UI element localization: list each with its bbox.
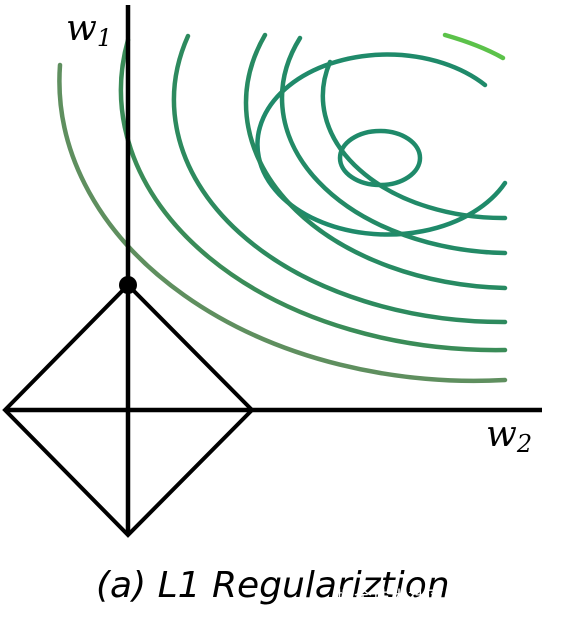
- contour-ring-5: [243, 32, 508, 291]
- l1-constraint-diamond: [2, 282, 255, 538]
- contour-ring-4: [279, 35, 508, 256]
- contour-fragment-top-right: [442, 32, 506, 61]
- contour-ring-3: [320, 59, 508, 221]
- watermark: 掘金技术社区 @ aicoting: [336, 588, 545, 609]
- contour-ring-8: [57, 62, 508, 384]
- w1-label: w1: [66, 8, 112, 52]
- w2-label: w2: [486, 414, 532, 458]
- solution-point: [119, 276, 137, 294]
- w2-label-base: w: [486, 414, 517, 455]
- contour-ring-1: [337, 128, 423, 188]
- contour-ring-7: [118, 37, 508, 353]
- w2-label-subscript: 2: [516, 430, 532, 458]
- loss-contours: [57, 32, 508, 384]
- figure-caption: (a) L1 Regulariztion: [96, 565, 450, 606]
- contour-ring-6: [171, 33, 508, 325]
- w1-label-base: w: [66, 8, 97, 49]
- w1-label-subscript: 1: [97, 24, 112, 52]
